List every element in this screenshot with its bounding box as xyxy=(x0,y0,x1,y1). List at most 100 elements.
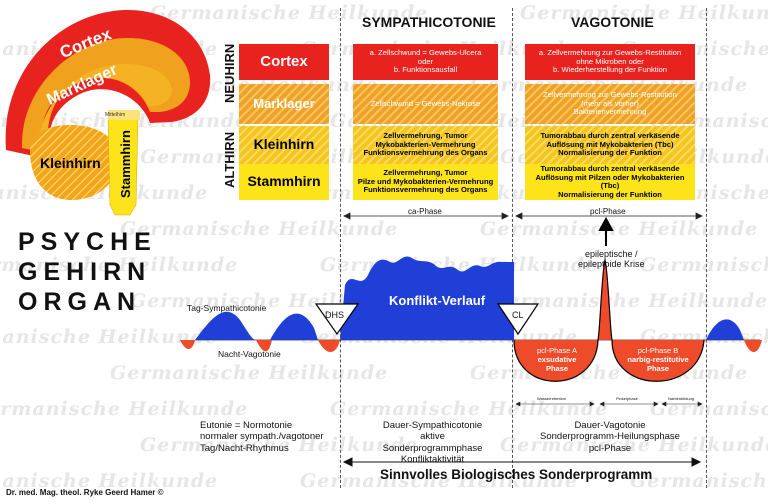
cell-line: Tumorabbau durch zentral verkäsende xyxy=(540,131,680,141)
pcl-phase-arrow xyxy=(515,212,703,220)
pcl-b-line: narbig-restitutive xyxy=(627,355,689,364)
krise-arrow xyxy=(598,216,614,246)
ca-phase-arrow xyxy=(343,212,509,220)
cell-line: Auflösung mit Pilzen oder Mykobakterien … xyxy=(535,172,685,190)
wave-left-blue xyxy=(195,311,256,340)
cell-line: ohne Mikroben oder xyxy=(576,56,644,66)
cell-line: Tumorabbau durch zentral verkäsende xyxy=(540,164,680,173)
watermark-text: Germanische Heilkunde xyxy=(490,290,768,312)
cell-line: oder xyxy=(417,56,434,66)
krise-label: epileptische / epileptoide Krise xyxy=(578,249,645,270)
sym-line: aktive Sonderprogrammphase xyxy=(382,431,483,454)
vag-cell-kleinhirn: Tumorabbau durch zentral verkäsende Aufl… xyxy=(525,126,695,164)
phase-markers xyxy=(515,401,703,407)
pcl-b-line: pcl-Phase B xyxy=(637,346,679,355)
watermark-text: Germanische Heilkunde xyxy=(0,326,219,348)
divider-cl xyxy=(512,8,513,488)
pcl-a-line: exsudative Phase xyxy=(537,355,577,373)
dhs-triangle xyxy=(314,303,360,336)
dauer-sympathicotonie-text: Dauer-Sympathicotonie aktive Sonderprogr… xyxy=(370,420,495,466)
wave-left-red xyxy=(256,340,272,352)
layer-marklager: Marklager xyxy=(239,84,329,124)
vag-line: pcl-Phase xyxy=(588,442,632,454)
wave-right-blue xyxy=(706,319,744,340)
eutonie-line: Eutonie = Normotonie xyxy=(200,420,293,431)
watermark-text: Germanische Heilkunde xyxy=(480,218,759,240)
vag-line: Dauer-Vagotonie xyxy=(574,420,646,431)
eutonie-text: Eutonie = Normotonie normaler sympath./v… xyxy=(200,420,324,454)
author-credit: Dr. med. Mag. theol. Ryke Geerd Hamer © xyxy=(6,488,164,497)
pcl-b-label: pcl-Phase B narbig-restitutive Phase xyxy=(626,346,690,373)
cell-line: (mehr als vorher) xyxy=(581,98,639,108)
cell-line: Funktionsvermehrung des Organs xyxy=(363,185,488,195)
konflikt-label: Konflikt-Verlauf xyxy=(389,293,486,308)
cell-line: Bakterienvermehrung xyxy=(573,107,647,117)
watermark-text: Germanische Heilkunde xyxy=(0,254,239,276)
title-organ: ORGAN xyxy=(18,288,142,316)
cell-line: Zellvermehrung zur Gewebs-Restitution xyxy=(543,90,677,100)
footer-title: Sinnvolles Biologisches Sonderprogramm xyxy=(380,467,653,482)
cell-line: Zellvermehrung, Tumor xyxy=(383,131,468,141)
sym-line: Dauer-Sympathicotonie xyxy=(382,420,483,431)
sym-line: Konfliktaktivität xyxy=(400,454,465,466)
cl-label: CL xyxy=(512,310,524,320)
marker-pinkelphase: Pinkelphase xyxy=(616,396,638,401)
cell-line: a. Zellvermehrung zur Gewebs-Restitution xyxy=(538,48,682,58)
cell-line: a. Zellschwund = Gewebs-Ulcera xyxy=(369,48,482,58)
title-gehirn: GEHIRN xyxy=(18,258,152,286)
divider-dhs xyxy=(340,8,341,488)
label-tag-sympathicotonie: Tag-Sympathicotonie xyxy=(187,303,267,313)
watermark-text: Germanische Heilkunde xyxy=(0,398,249,420)
sbs-arrow xyxy=(342,457,702,467)
vag-line: Sonderprogramm-Heilungsphase xyxy=(540,431,680,443)
krise-spike xyxy=(598,260,612,340)
wave-left-red-2 xyxy=(318,340,340,352)
cell-line: b. Wiederherstellung der Funktion xyxy=(553,65,667,75)
layer-stammhirn: Stammhirn xyxy=(239,164,329,200)
cell-line: Normalisierung der Funktion xyxy=(558,189,662,199)
cell-line: Zellvermehrung, Tumor xyxy=(383,168,468,178)
vag-cell-stammhirn: Tumorabbau durch zentral verkäsende Aufl… xyxy=(525,164,695,200)
label-pcl-phase: pcl-Phase xyxy=(590,207,626,216)
title-psyche: PSYCHE xyxy=(18,228,157,256)
marker-narbenbildung: Narbenbildung xyxy=(668,396,695,401)
brain-label-mittelhirn: Mittelhirn xyxy=(105,112,126,118)
sym-cell-kleinhirn: Zellvermehrung, Tumor Mykobakterien-Verm… xyxy=(353,126,498,164)
sym-cell-stammhirn: Zellvermehrung, Tumor Pilze und Mykobakt… xyxy=(353,164,498,200)
pcl-a-label: pcl-Phase A exsudative Phase xyxy=(528,346,586,373)
watermark-text: Germanische Heilkunde xyxy=(330,398,609,420)
label-ca-phase: ca-Phase xyxy=(408,207,442,216)
pcl-a-area xyxy=(514,340,598,382)
cell-line: Normalisierung der Funktion xyxy=(558,148,662,158)
label-nacht-vagotonie: Nacht-Vagotonie xyxy=(218,349,281,359)
inner-region xyxy=(38,63,172,151)
vag-cell-marklager: Zellvermehrung zur Gewebs-Restitution (m… xyxy=(525,84,695,124)
pcl-b-area xyxy=(612,340,704,382)
marklager-region xyxy=(21,37,190,152)
curve-outline xyxy=(513,257,705,382)
brain-label-stammhirn: Stammhirn xyxy=(118,130,133,198)
layer-kleinhirn: Kleinhirn xyxy=(239,126,329,164)
konflikt-area xyxy=(340,256,514,340)
wave-left-red-0 xyxy=(180,340,195,349)
watermark-text: Germanische Heilkunde xyxy=(150,2,429,24)
header-sympathicotonie: SYMPATHICOTONIE xyxy=(362,14,496,30)
divider-end xyxy=(706,8,707,488)
brain-illustration: Cortex Marklager Mittelhirn Kleinhirn St… xyxy=(5,9,211,216)
sym-cell-marklager: Zellschwund = Gewebs-Nekrose xyxy=(353,84,498,124)
cl-triangle xyxy=(496,303,540,336)
cell-line: Funktionsvermehrung des Organs xyxy=(363,148,488,158)
eutonie-line: normaler sympath./vagotoner xyxy=(200,431,324,443)
header-vagotonie: VAGOTONIE xyxy=(571,14,654,30)
watermark-text: Germanische Heilkunde xyxy=(120,218,399,240)
krise-line: epileptoide Krise xyxy=(578,259,645,270)
kleinhirn-region xyxy=(30,125,119,200)
pcl-a-line: pcl-Phase A xyxy=(536,346,578,355)
cell-line: b. Funktionsausfall xyxy=(393,65,458,75)
dauer-vagotonie-text: Dauer-Vagotonie Sonderprogramm-Heilungsp… xyxy=(540,420,680,454)
cell-line: Mykobakterien-Vermehrung xyxy=(375,139,476,149)
cell-line: Zellschwund = Gewebs-Nekrose xyxy=(370,98,481,108)
watermark-text: Germanische Heilkunde xyxy=(630,470,768,492)
watermark-text: Germanische Heilkunde xyxy=(640,254,768,276)
